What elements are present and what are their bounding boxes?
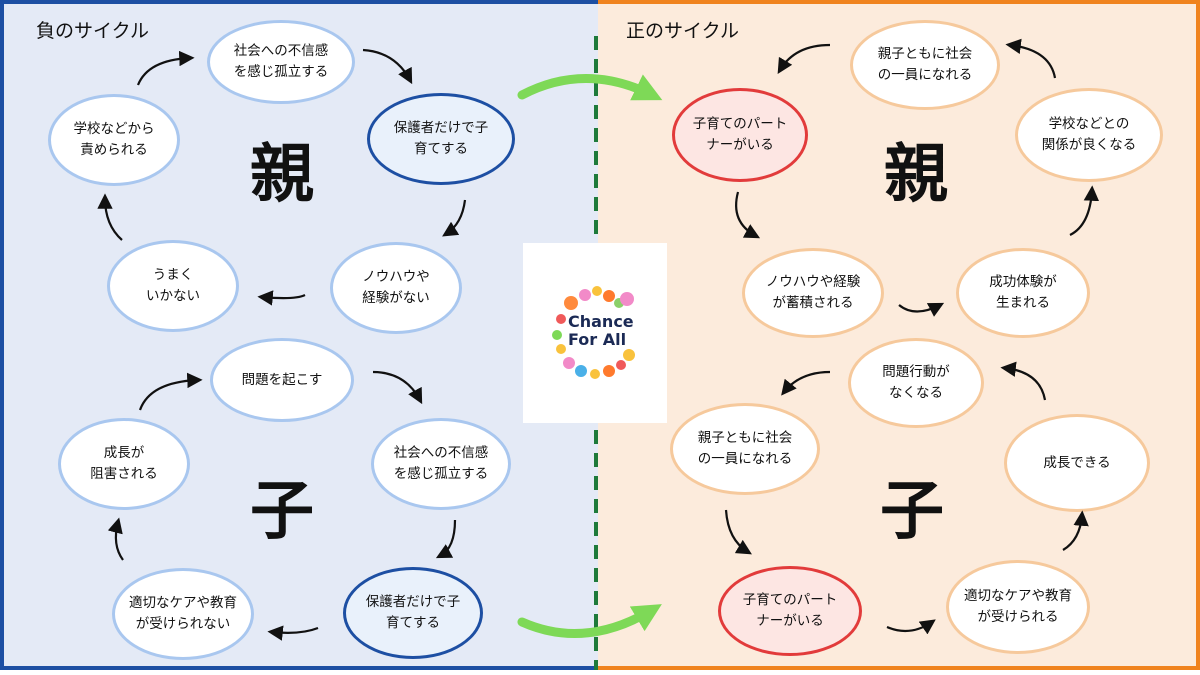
positive-node-can-grow: 成長できる (1004, 414, 1150, 512)
negative-cycle-heading: 負のサイクル (36, 20, 150, 42)
positive-node-society-child: 親子ともに社会 の一員になれる (670, 403, 820, 495)
arrow (1069, 185, 1100, 236)
positive-node-knowhow-builds: ノウハウや経験 が蓄積される (742, 248, 884, 338)
arrow (107, 517, 124, 561)
arrow (267, 625, 319, 641)
positive-node-partner: 子育てのパート ナーがいる (672, 88, 808, 182)
positive-node-proper-care: 適切なケアや教育 が受けられる (946, 560, 1090, 654)
arrow (735, 191, 761, 239)
positive-node-success: 成功体験が 生まれる (956, 248, 1090, 338)
arrow (781, 370, 831, 396)
logo-card (523, 243, 667, 423)
arrow (777, 43, 831, 74)
arrow (362, 48, 413, 85)
arrow (1000, 361, 1047, 401)
arrow (435, 519, 457, 559)
arrow (724, 509, 752, 555)
negative-node-no-care: 適切なケアや教育 が受けられない (112, 568, 254, 660)
positive-node-partner-2: 子育てのパート ナーがいる (718, 566, 862, 656)
negative-node-not-going-well: うまく いかない (107, 240, 239, 332)
negative-node-distrust-child: 社会への不信感 を感じ孤立する (371, 418, 511, 510)
positive-cycle-heading: 正のサイクル (626, 20, 740, 42)
positive-node-no-problems: 問題行動が なくなる (848, 338, 984, 428)
logo-wordmark: Chance For All (568, 312, 634, 349)
negative-node-solo-parenting: 保護者だけで子 育てする (367, 93, 515, 185)
negative-node-growth-hindered: 成長が 阻害される (58, 418, 190, 510)
transition-arrow-top (517, 74, 663, 101)
positive-child-label: 子 (880, 475, 944, 549)
arrow (138, 372, 203, 411)
negative-node-causes-problems: 問題を起こす (210, 338, 354, 422)
negative-node-blamed-by-school: 学校などから 責められる (48, 94, 180, 186)
arrow (442, 199, 467, 237)
arrow (1005, 38, 1057, 79)
arrow (372, 370, 423, 405)
arrow (97, 193, 123, 241)
positive-node-society-parent: 親子ともに社会 の一員になれる (850, 20, 1000, 110)
negative-node-no-knowhow: ノウハウや 経験がない (330, 242, 462, 334)
arrow (257, 290, 306, 306)
positive-node-school-relations: 学校などとの 関係が良くなる (1015, 88, 1163, 182)
transition-arrow-bottom (517, 604, 662, 639)
negative-parent-label: 親 (250, 138, 314, 212)
arrow (1062, 510, 1089, 551)
negative-node-solo-parenting-2: 保護者だけで子 育てする (343, 567, 483, 659)
arrow (136, 50, 195, 86)
logo-mark (552, 286, 636, 379)
positive-parent-label: 親 (884, 138, 948, 212)
arrow (898, 302, 945, 317)
arrow (886, 619, 936, 635)
negative-node-distrust-parent: 社会への不信感 を感じ孤立する (207, 20, 355, 104)
negative-child-label: 子 (250, 475, 314, 549)
